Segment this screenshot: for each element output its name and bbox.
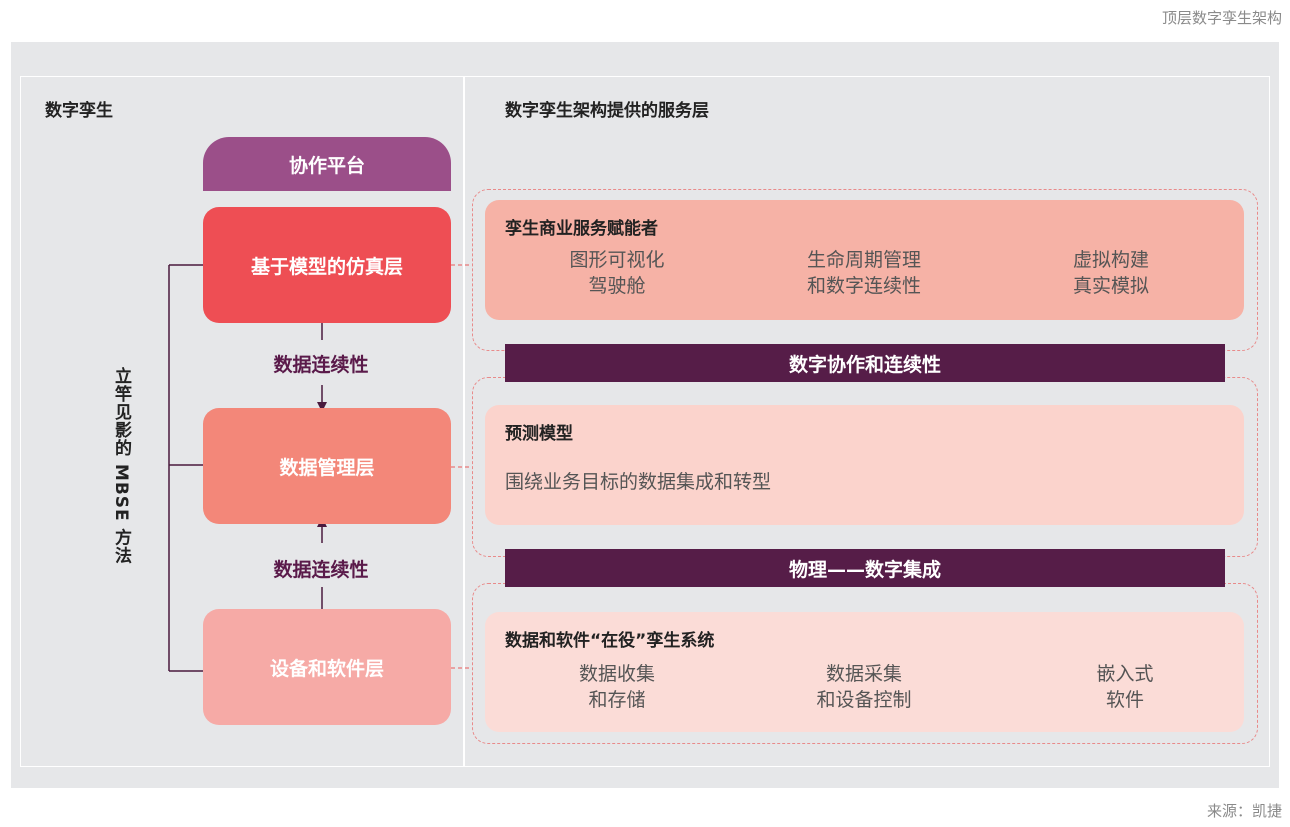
diagram-frame	[20, 76, 1270, 767]
figure-caption: 顶层数字孪生架构	[1161, 9, 1282, 27]
panel-title: 预测模型	[505, 424, 573, 444]
panel-business-enablers: 孪生商业服务赋能者 图形可视化 驾驶舱 生命周期管理 和数字连续性 虚拟构建 真…	[485, 200, 1244, 320]
panel-description: 围绕业务目标的数据集成和转型	[505, 471, 772, 493]
panel-in-service-twin: 数据和软件“在役”孪生系统 数据收集 和存储 数据采集 和设备控制 嵌入式 软件	[485, 612, 1244, 732]
layer-data-management: 数据管理层	[203, 408, 451, 524]
right-section-title: 数字孪生架构提供的服务层	[505, 101, 709, 121]
source-note: 来源：凯捷	[1206, 802, 1282, 820]
panel-item: 生命周期管理 和数字连续性	[806, 249, 921, 297]
continuity-label-2: 数据连续性	[273, 559, 369, 581]
layer-model-simulation: 基于模型的仿真层	[203, 207, 451, 323]
collab-platform-tab: 协作平台	[203, 137, 451, 191]
layer-device-software: 设备和软件层	[203, 609, 451, 725]
panel-title: 孪生商业服务赋能者	[505, 219, 658, 239]
band-physical-digital: 物理——数字集成	[505, 549, 1225, 587]
panel-item: 虚拟构建 真实模拟	[1072, 249, 1149, 297]
panel-predictive-model: 预测模型 围绕业务目标的数据集成和转型	[485, 405, 1244, 525]
band-digital-collab: 数字协作和连续性	[505, 344, 1225, 382]
panel-item: 数据采集 和设备控制	[816, 663, 912, 711]
panel-title: 数据和软件“在役”孪生系统	[505, 631, 715, 651]
panel-item: 嵌入式 软件	[1096, 663, 1154, 711]
mbse-vertical-label: 立竿见影的 MBSE 方法	[111, 367, 131, 565]
panel-item: 数据收集 和存储	[578, 663, 655, 711]
continuity-label-1: 数据连续性	[273, 354, 369, 376]
section-divider	[463, 76, 465, 767]
panel-item: 图形可视化 驾驶舱	[569, 249, 665, 297]
left-section-title: 数字孪生	[45, 101, 113, 121]
